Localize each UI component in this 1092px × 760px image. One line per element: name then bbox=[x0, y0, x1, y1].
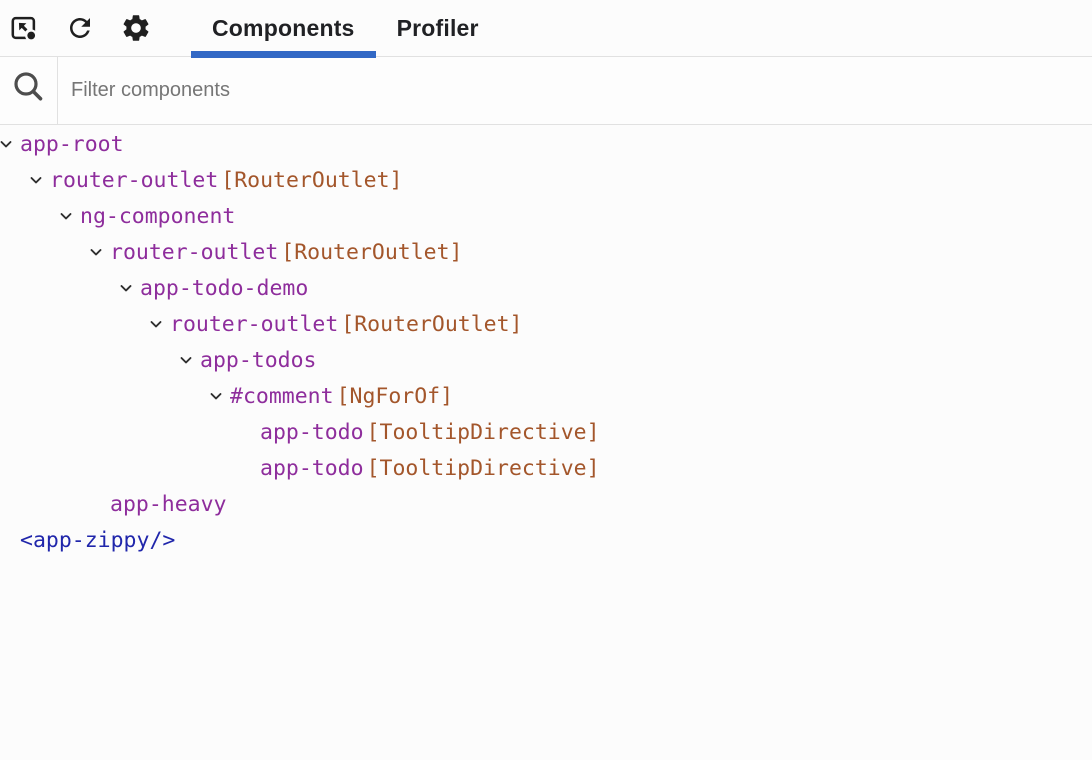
search-icon-cell bbox=[0, 57, 58, 124]
node-label: ng-component bbox=[80, 203, 236, 229]
search-icon bbox=[11, 70, 47, 111]
chevron-down-icon[interactable] bbox=[150, 320, 170, 329]
node-directive-label: [TooltipDirective] bbox=[366, 455, 600, 481]
node-label: app-root bbox=[20, 131, 124, 157]
chevron-down-icon[interactable] bbox=[60, 212, 80, 221]
tab-components-label: Components bbox=[212, 14, 355, 41]
node-directive-label: [RouterOutlet] bbox=[341, 311, 523, 337]
tree-node-app-todo[interactable]: app-todo[TooltipDirective] bbox=[0, 414, 1092, 450]
tab-profiler[interactable]: Profiler bbox=[376, 0, 500, 57]
tab-components[interactable]: Components bbox=[191, 0, 376, 58]
filter-bar bbox=[0, 57, 1092, 125]
tree-node-comment[interactable]: #comment[NgForOf] bbox=[0, 378, 1092, 414]
chevron-down-icon[interactable] bbox=[90, 248, 110, 257]
tree-node-app-root[interactable]: app-root bbox=[0, 126, 1092, 162]
tree-node-app-heavy[interactable]: app-heavy bbox=[0, 486, 1092, 522]
node-label: app-todo-demo bbox=[140, 275, 309, 301]
tree-node-app-todos[interactable]: app-todos bbox=[0, 342, 1092, 378]
tree-node-ng-component[interactable]: ng-component bbox=[0, 198, 1092, 234]
node-label: router-outlet bbox=[110, 239, 279, 265]
tree-node-router-outlet[interactable]: router-outlet[RouterOutlet] bbox=[0, 234, 1092, 270]
refresh-button[interactable] bbox=[63, 11, 97, 45]
tree-node-app-todo-demo[interactable]: app-todo-demo bbox=[0, 270, 1092, 306]
tree-node-router-outlet[interactable]: router-outlet[RouterOutlet] bbox=[0, 306, 1092, 342]
node-label: app-heavy bbox=[110, 491, 227, 517]
toolbar: Components Profiler bbox=[0, 0, 1092, 58]
inspect-button[interactable] bbox=[7, 11, 41, 45]
chevron-down-icon[interactable] bbox=[30, 176, 50, 185]
refresh-icon bbox=[65, 13, 95, 43]
tree-node-app-zippy[interactable]: <app-zippy/> bbox=[0, 522, 1092, 558]
node-label: app-todos bbox=[200, 347, 317, 373]
tab-bar: Components Profiler bbox=[191, 0, 500, 58]
chevron-down-icon[interactable] bbox=[210, 392, 230, 401]
node-directive-label: [RouterOutlet] bbox=[281, 239, 463, 265]
inspect-icon bbox=[8, 12, 40, 44]
chevron-down-icon[interactable] bbox=[120, 284, 140, 293]
node-label: #comment bbox=[230, 383, 334, 409]
node-directive-label: [RouterOutlet] bbox=[221, 167, 403, 193]
filter-components-input[interactable] bbox=[58, 57, 1092, 124]
node-label: router-outlet bbox=[50, 167, 219, 193]
tree-node-router-outlet[interactable]: router-outlet[RouterOutlet] bbox=[0, 162, 1092, 198]
chevron-down-icon[interactable] bbox=[180, 356, 200, 365]
gear-icon bbox=[120, 12, 152, 44]
node-directive-label: [NgForOf] bbox=[336, 383, 454, 409]
node-label: app-todo bbox=[260, 419, 364, 445]
node-label: app-todo bbox=[260, 455, 364, 481]
node-label: router-outlet bbox=[170, 311, 339, 337]
chevron-down-icon[interactable] bbox=[0, 140, 20, 149]
tree-node-app-todo[interactable]: app-todo[TooltipDirective] bbox=[0, 450, 1092, 486]
settings-button[interactable] bbox=[119, 11, 153, 45]
node-directive-label: [TooltipDirective] bbox=[366, 419, 600, 445]
tab-profiler-label: Profiler bbox=[396, 14, 479, 41]
node-label: <app-zippy/> bbox=[20, 527, 176, 553]
